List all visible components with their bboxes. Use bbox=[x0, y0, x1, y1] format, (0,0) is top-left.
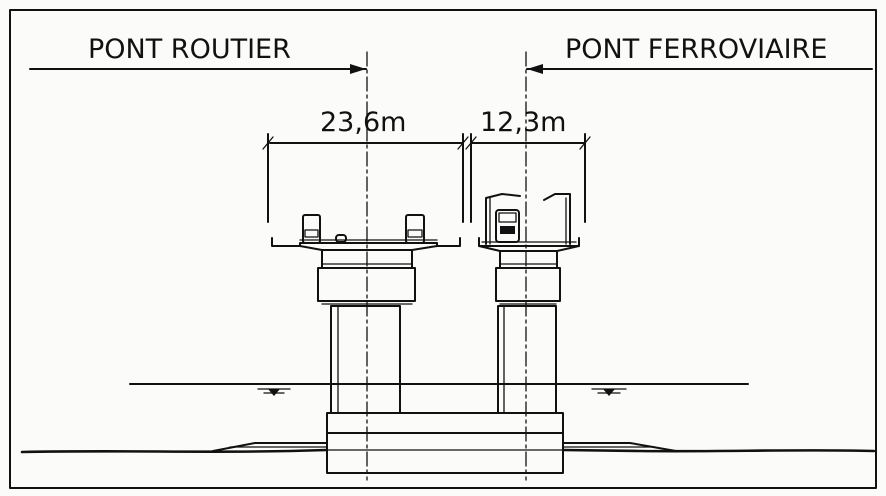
road-bridge-label: PONT ROUTIER bbox=[88, 34, 291, 65]
road-bridge-arrow bbox=[29, 64, 367, 74]
rail-width-dimension bbox=[465, 133, 591, 223]
rail-width-label: 12,3m bbox=[480, 107, 566, 138]
rail-bridge-arrow bbox=[526, 64, 873, 74]
riverbed bbox=[20, 442, 876, 454]
rail-catenary-right bbox=[543, 193, 571, 245]
road-vehicle-right bbox=[405, 214, 425, 244]
drawing-frame bbox=[9, 9, 877, 489]
rail-catenary-left bbox=[485, 193, 521, 245]
road-width-label: 23,6m bbox=[320, 107, 406, 138]
water-level bbox=[129, 383, 749, 396]
road-bridge-deck bbox=[271, 237, 461, 251]
road-width-dimension bbox=[262, 133, 469, 223]
rail-bridge-label: PONT FERROVIAIRE bbox=[565, 34, 827, 65]
road-vehicle-small bbox=[335, 234, 347, 243]
train-car bbox=[495, 209, 520, 243]
rail-bridge-pier bbox=[495, 250, 561, 414]
road-vehicle-left bbox=[302, 214, 321, 244]
common-foundation bbox=[326, 412, 564, 474]
rail-bridge-deck bbox=[478, 237, 580, 252]
